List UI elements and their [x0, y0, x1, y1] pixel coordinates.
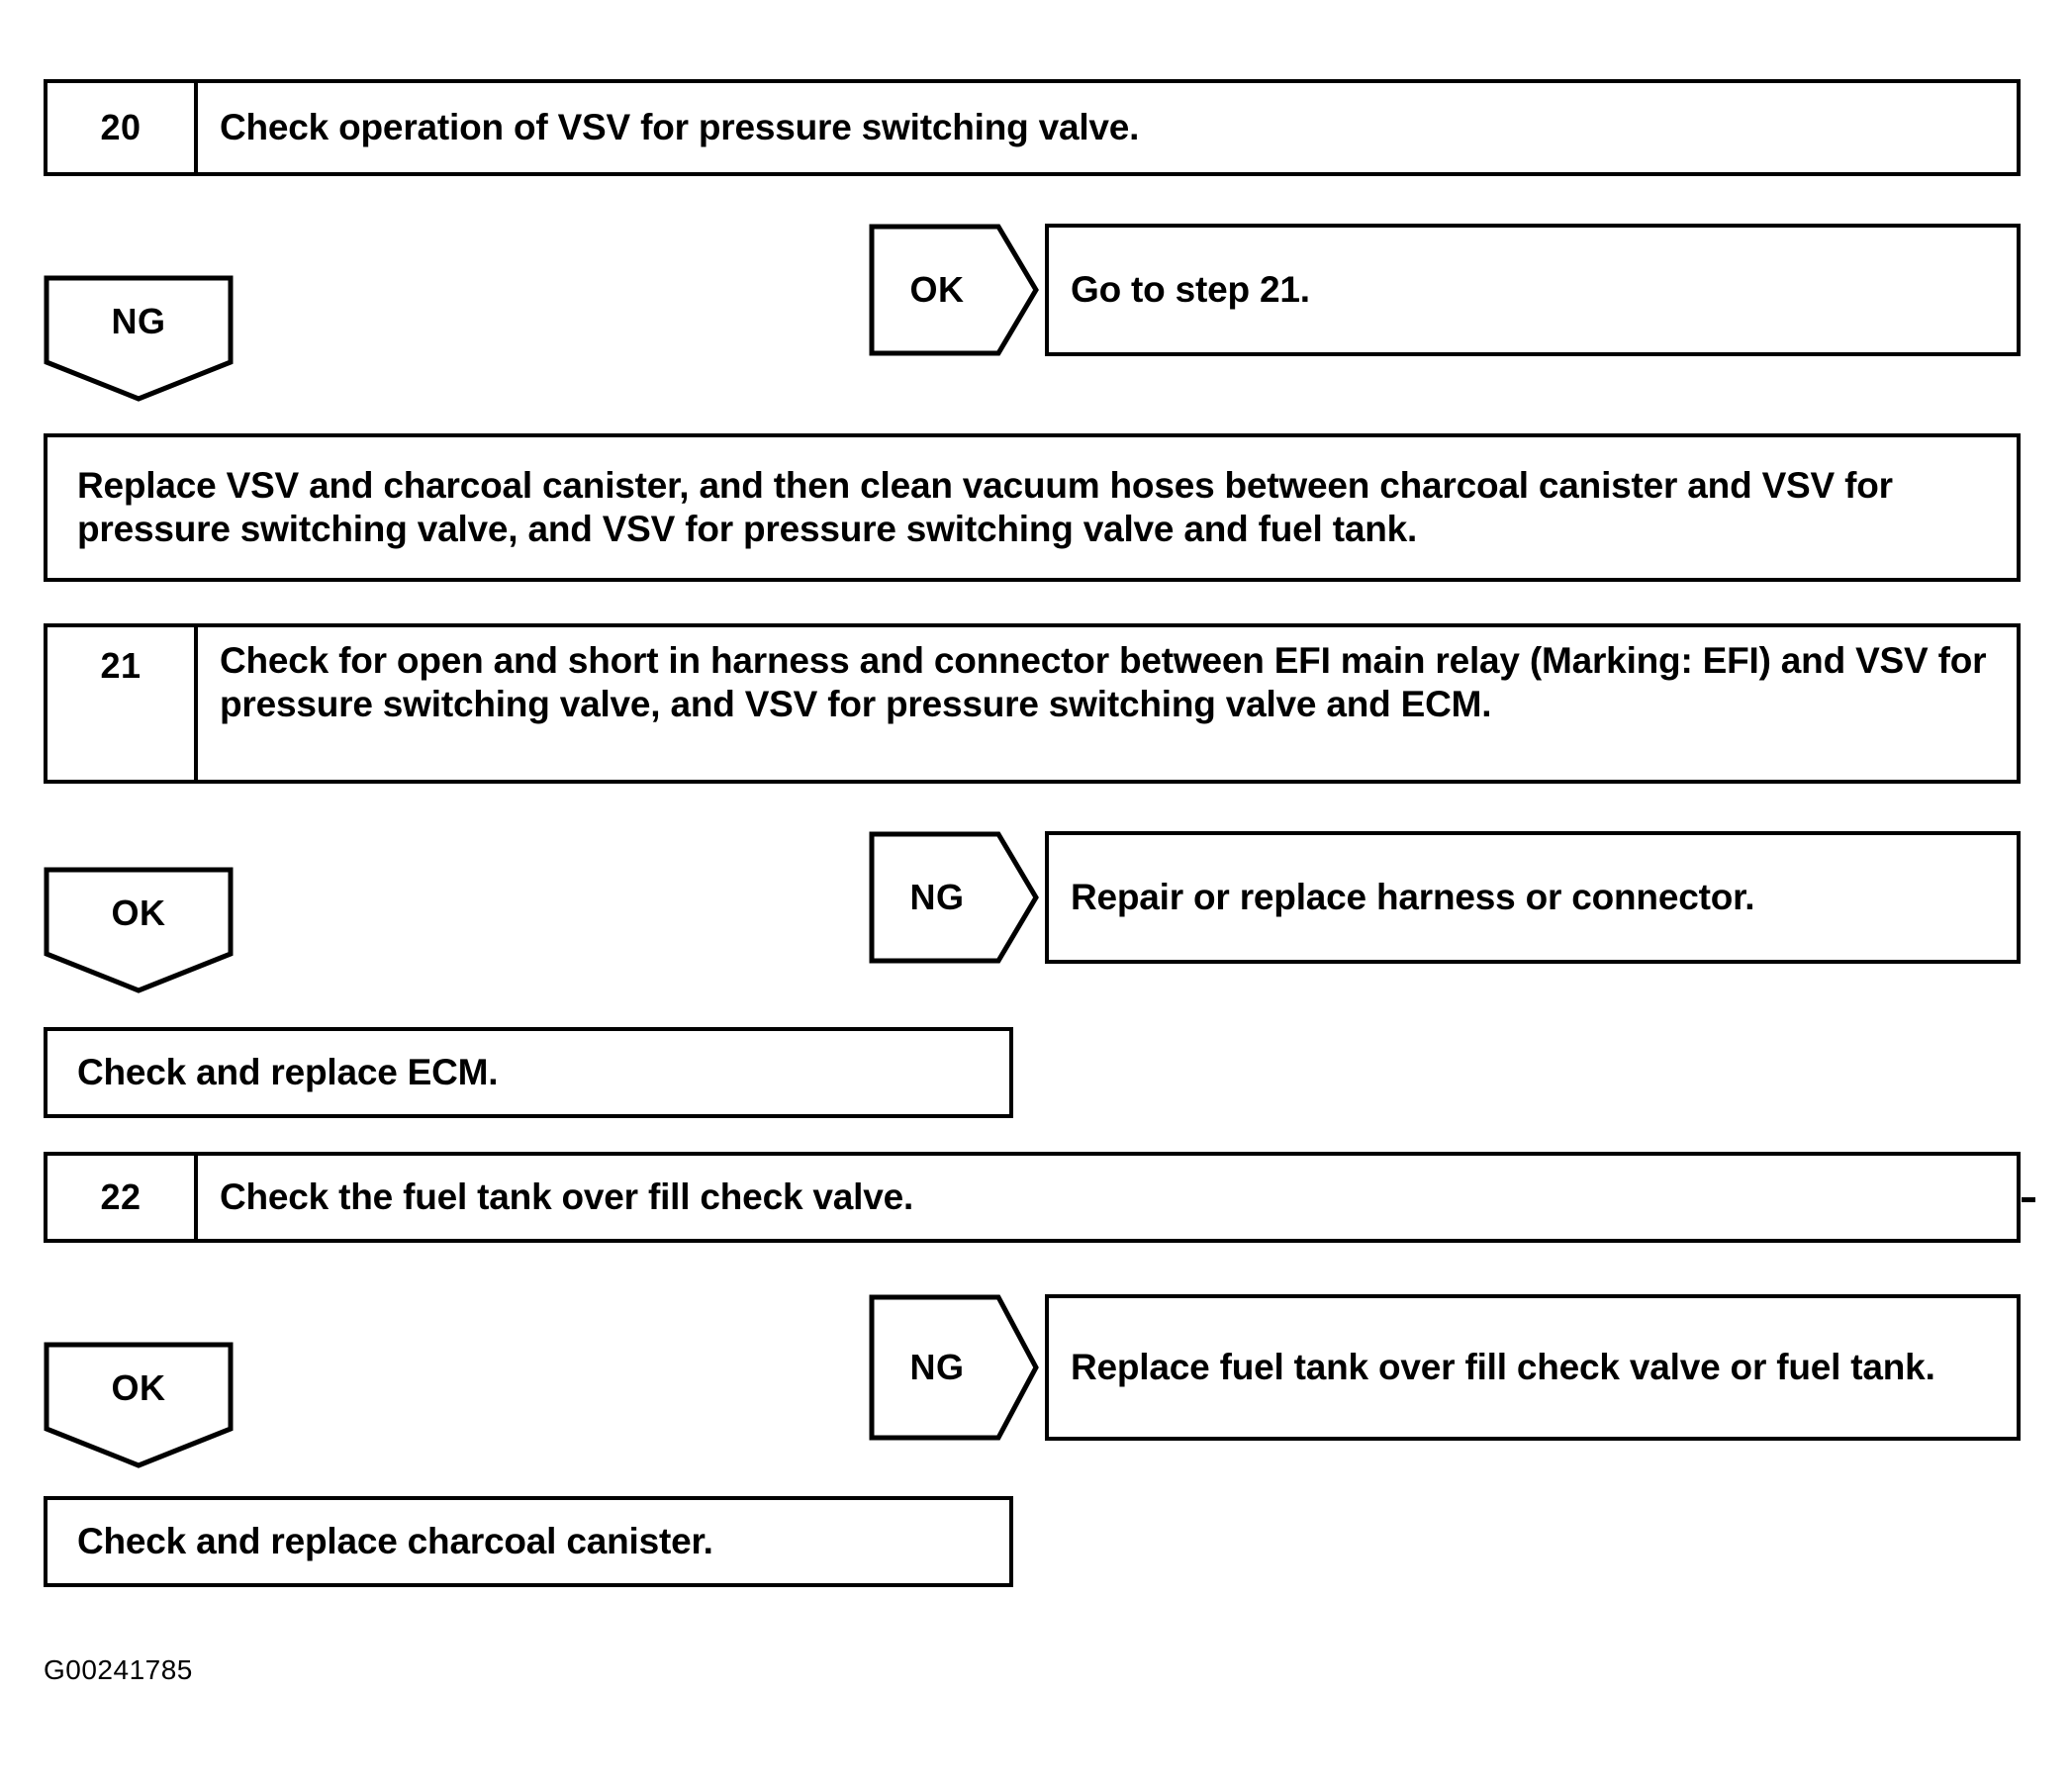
step-21-ng-action-box: Repair or replace harness or connector. [1045, 831, 2021, 964]
step-22-ng-action-box: Replace fuel tank over fill check valve … [1045, 1294, 2021, 1441]
step-21-ok-action-box: Check and replace ECM. [44, 1027, 1013, 1118]
step-20-ng-label: NG [111, 301, 166, 341]
step-22-ng-action-text: Replace fuel tank over fill check valve … [1071, 1347, 1935, 1388]
ng-pentagon-down-icon [44, 275, 234, 402]
step-21-ok-action-text: Check and replace ECM. [77, 1051, 499, 1092]
step-21-box: 21 Check for open and short in harness a… [44, 623, 2021, 784]
step-20-ng-action-box: Replace VSV and charcoal canister, and t… [44, 433, 2021, 582]
step-20-ng-action-text: Replace VSV and charcoal canister, and t… [77, 464, 1893, 549]
step-22-box: 22 Check the fuel tank over fill check v… [44, 1152, 2021, 1243]
ng-pentagon-icon [869, 831, 1039, 964]
step-22-ok-action-text: Check and replace charcoal canister. [77, 1520, 713, 1561]
step-22-ng-label: NG [909, 1347, 965, 1387]
step-20-ok-arrow: OK [869, 224, 1039, 356]
step-20-number: 20 [47, 83, 198, 172]
step-22-text: Check the fuel tank over fill check valv… [220, 1176, 914, 1217]
step-21-ng-arrow: NG [869, 831, 1039, 964]
step-20-ok-action-text: Go to step 21. [1071, 269, 1310, 311]
step-20-ng-arrow: NG [44, 275, 234, 402]
figure-code-label: G00241785 [44, 1654, 193, 1685]
step-21-ng-label: NG [909, 877, 965, 917]
step-20-ok-label: OK [909, 269, 965, 310]
step-21-ok-arrow: OK [44, 867, 234, 993]
step-20-ok-action-box: Go to step 21. [1045, 224, 2021, 356]
step-21-ok-label: OK [111, 893, 166, 933]
step-20-box: 20 Check operation of VSV for pressure s… [44, 79, 2021, 176]
step-21-text: Check for open and short in harness and … [220, 640, 1987, 725]
step-22-number: 22 [47, 1156, 198, 1239]
step-21-number: 21 [47, 627, 198, 780]
step-22-ok-arrow: OK [44, 1342, 234, 1468]
ok-pentagon-down-icon [44, 1342, 234, 1468]
ok-pentagon-icon [869, 224, 1039, 356]
step-22-ng-arrow: NG [869, 1294, 1039, 1441]
ok-pentagon-down-icon [44, 867, 234, 993]
ng-pentagon-icon [869, 1294, 1039, 1441]
step-22-ok-label: OK [111, 1367, 166, 1408]
step-22-ok-action-box: Check and replace charcoal canister. [44, 1496, 1013, 1587]
step-21-ng-action-text: Repair or replace harness or connector. [1071, 877, 1755, 918]
step-22-edge-tick [2022, 1197, 2035, 1202]
step-20-text: Check operation of VSV for pressure swit… [220, 106, 1140, 147]
